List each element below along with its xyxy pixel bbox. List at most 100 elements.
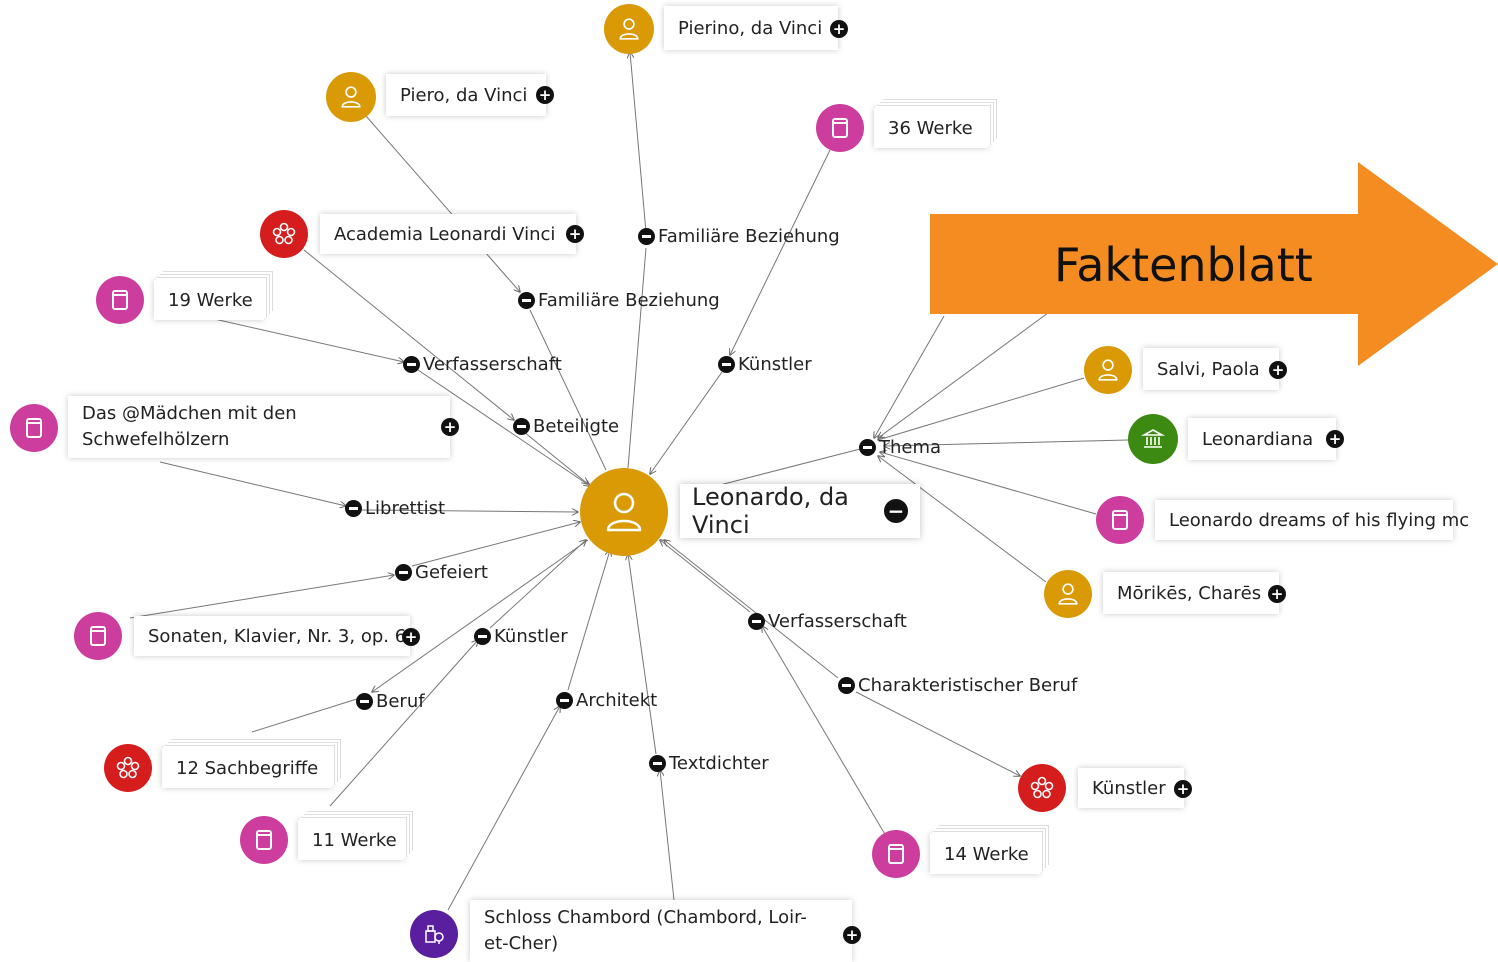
relation-thema[interactable]: Thema (859, 437, 941, 458)
node-leonardiana[interactable] (1128, 414, 1178, 464)
card-salvi[interactable]: Salvi, Paola (1143, 348, 1279, 390)
edge (878, 456, 1047, 583)
expand-icon[interactable]: + (441, 418, 459, 436)
edge (417, 369, 590, 486)
card-chambord[interactable]: Schloss Chambord (Chambord, Loir-et-Cher… (470, 900, 852, 962)
node-label: 11 Werke (312, 829, 397, 851)
node-academia[interactable] (260, 210, 308, 258)
node-dreams[interactable] (1096, 496, 1144, 544)
card-19-werke[interactable]: 19 Werke (154, 280, 264, 320)
expand-icon[interactable]: + (1326, 430, 1344, 448)
card-14-werke[interactable]: 14 Werke (930, 834, 1040, 874)
node-19-werke[interactable] (96, 276, 144, 324)
relation-librettist[interactable]: Librettist (345, 498, 445, 519)
relation-familiaer-1[interactable]: Familiäre Beziehung (638, 226, 840, 247)
relation-architekt[interactable]: Architekt (556, 690, 657, 711)
edge (664, 540, 839, 679)
collapse-icon[interactable] (403, 356, 420, 373)
node-36-werke[interactable] (816, 104, 864, 152)
book-icon (112, 290, 128, 310)
collapse-icon[interactable] (395, 564, 412, 581)
expand-icon[interactable]: + (1269, 361, 1287, 379)
card-academia[interactable]: Academia Leonardi Vinci (320, 214, 576, 254)
card-maedchen[interactable]: Das @Mädchen mit den Schwefelhölzern (68, 396, 450, 458)
edge (855, 691, 1020, 776)
node-label: Pierino, da Vinci (678, 17, 823, 39)
card-piero[interactable]: Piero, da Vinci (386, 74, 546, 116)
building-icon (1140, 429, 1166, 448)
relation-gefeiert[interactable]: Gefeiert (395, 562, 488, 583)
card-12-sachbegriffe[interactable]: 12 Sachbegriffe (162, 748, 332, 788)
expand-icon[interactable]: + (830, 20, 848, 38)
edge (660, 770, 675, 901)
relation-kuenstler-top[interactable]: Künstler (718, 354, 812, 375)
node-chambord[interactable] (410, 910, 458, 958)
card-pierino[interactable]: Pierino, da Vinci (664, 6, 838, 50)
node-label: Das @Mädchen mit den Schwefelhölzern (82, 403, 297, 450)
book-icon (26, 418, 42, 438)
center-person-node[interactable] (580, 468, 668, 556)
collapse-icon[interactable] (838, 677, 855, 694)
node-11-werke[interactable] (240, 816, 288, 864)
edge (251, 697, 361, 733)
relation-verfasserschaft-left[interactable]: Verfasserschaft (403, 354, 562, 375)
card-morikes[interactable]: Mōrikēs, Charēs (1103, 572, 1279, 614)
collapse-icon[interactable] (556, 692, 573, 709)
edge (730, 149, 831, 355)
expand-icon[interactable]: + (402, 628, 420, 646)
node-14-werke[interactable] (872, 830, 920, 878)
edge (650, 371, 723, 474)
relation-charakteristisch[interactable]: Charakteristischer Beruf (838, 675, 1077, 696)
relation-beruf[interactable]: Beruf (356, 691, 425, 712)
node-label: Piero, da Vinci (400, 84, 528, 106)
node-kuenstler[interactable] (1018, 764, 1066, 812)
expand-icon[interactable]: + (1174, 780, 1192, 798)
edge (372, 539, 589, 692)
node-label: 36 Werke (888, 117, 973, 139)
card-leonardiana[interactable]: Leonardiana (1188, 418, 1336, 460)
node-pierino[interactable] (604, 4, 654, 54)
node-12-sachbegriffe[interactable] (104, 744, 152, 792)
node-morikes[interactable] (1044, 570, 1092, 618)
faktenblatt-arrow[interactable] (930, 162, 1498, 366)
collapse-icon[interactable] (748, 613, 765, 630)
collapse-icon[interactable] (518, 292, 535, 309)
edge (159, 461, 346, 506)
card-36-werke[interactable]: 36 Werke (874, 108, 988, 148)
collapse-icon[interactable] (474, 628, 491, 645)
card-dreams[interactable]: Leonardo dreams of his flying mc (1155, 500, 1469, 540)
collapse-icon[interactable]: − (884, 499, 908, 523)
edge (884, 439, 1129, 446)
expand-icon[interactable]: + (843, 926, 861, 944)
collapse-icon[interactable] (356, 693, 373, 710)
collapse-icon[interactable] (859, 439, 876, 456)
edge (567, 550, 610, 691)
card-11-werke[interactable]: 11 Werke (298, 820, 404, 860)
node-label: 12 Sachbegriffe (176, 757, 319, 779)
faktenblatt-label: Faktenblatt (1054, 238, 1313, 292)
collapse-icon[interactable] (345, 500, 362, 517)
card-sonaten[interactable]: Sonaten, Klavier, Nr. 3, op. 6 (134, 616, 410, 656)
collapse-icon[interactable] (718, 356, 735, 373)
relation-familiaer-2[interactable]: Familiäre Beziehung (518, 290, 720, 311)
collapse-icon[interactable] (513, 418, 530, 435)
node-piero[interactable] (326, 72, 376, 122)
collapse-icon[interactable] (649, 755, 666, 772)
node-salvi[interactable] (1084, 346, 1132, 394)
relation-kuenstler-left[interactable]: Künstler (474, 626, 568, 647)
node-maedchen[interactable] (10, 404, 58, 452)
collapse-icon[interactable] (638, 228, 655, 245)
relation-verfasserschaft-right[interactable]: Verfasserschaft (748, 611, 907, 632)
node-label: Künstler (1092, 777, 1166, 799)
node-sonaten[interactable] (74, 612, 122, 660)
place-icon (425, 925, 444, 944)
relation-textdichter[interactable]: Textdichter (649, 753, 769, 774)
expand-icon[interactable]: + (1268, 585, 1286, 603)
expand-icon[interactable]: + (566, 225, 584, 243)
relation-beteiligte[interactable]: Beteiligte (513, 416, 619, 437)
center-card[interactable]: Leonardo, da Vinci − (680, 483, 920, 539)
node-label: Schloss Chambord (Chambord, Loir-et-Cher… (484, 907, 807, 954)
expand-icon[interactable]: + (536, 86, 554, 104)
node-label: Sonaten, Klavier, Nr. 3, op. 6 (148, 625, 407, 647)
card-kuenstler[interactable]: Künstler (1078, 768, 1184, 808)
